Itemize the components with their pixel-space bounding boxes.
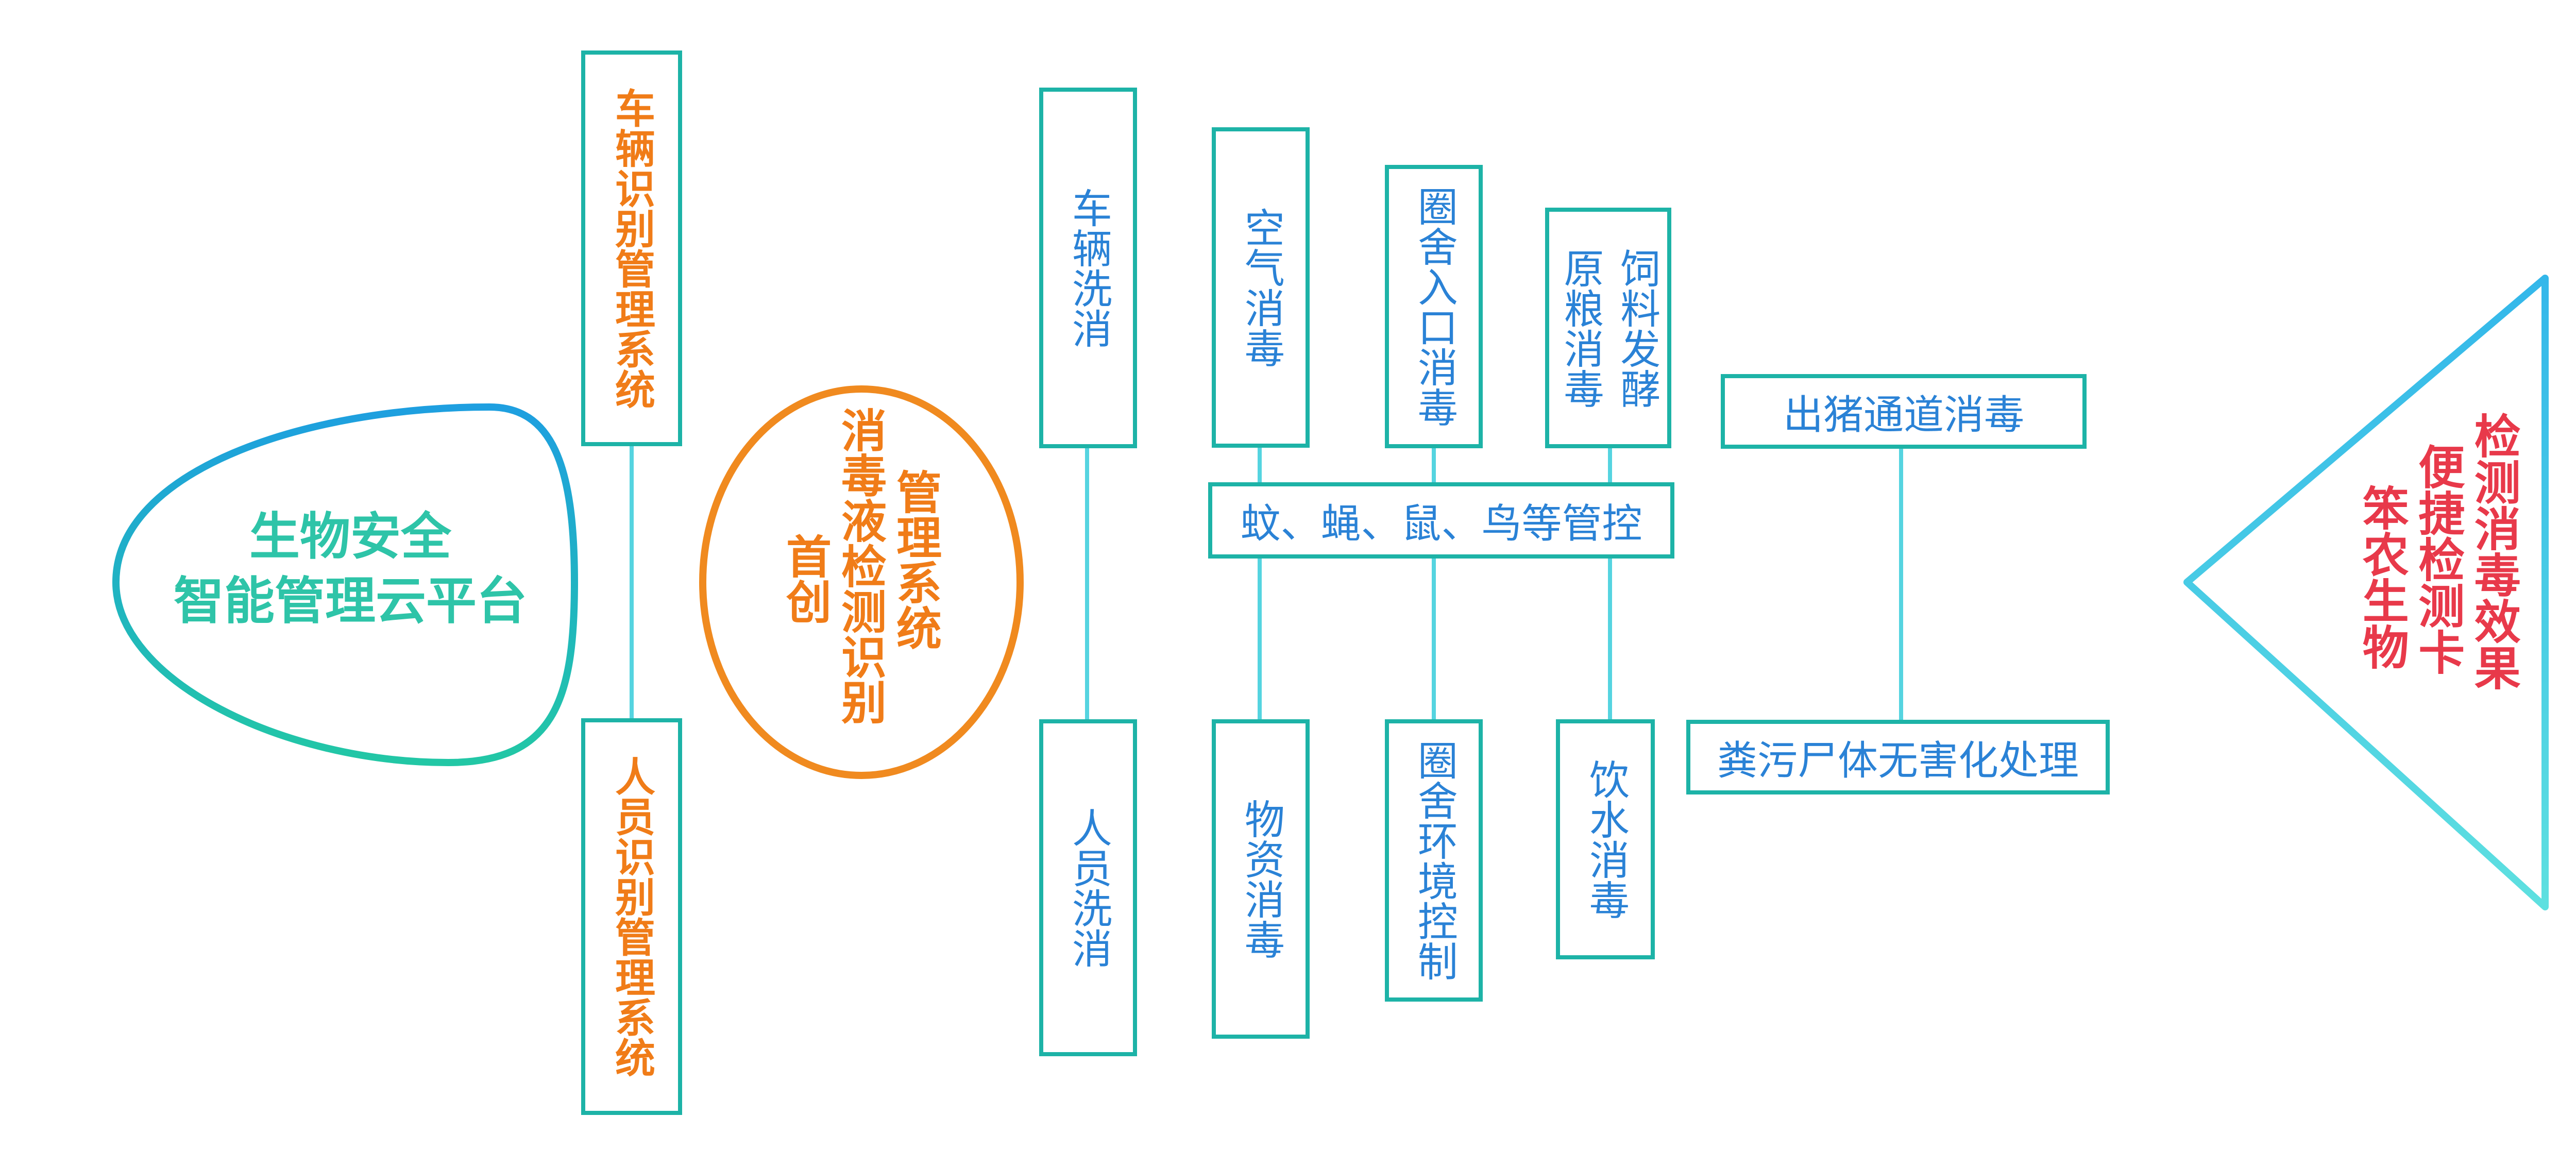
head-title-line2: 智能管理云平台 (173, 572, 527, 631)
tail-text: 检测消毒效果 便捷检测卡 笨农生物 (2334, 412, 2540, 773)
fish-tail-outline (2183, 275, 2549, 910)
air-disinfection-box: 空气消毒 (1212, 127, 1310, 448)
pig-exit-label: 出猪通道消毒 (1783, 392, 2024, 438)
feed-label-col2: 原粮消毒 (1557, 247, 1604, 409)
manure-treatment-label: 粪污尸体无害化处理 (1717, 737, 2079, 784)
pen-entrance-label: 圈舍入口消毒 (1411, 186, 1458, 427)
staff-recognition-label: 人员识别管理系统 (608, 756, 655, 1077)
staff-wash-label: 人员洗消 (1065, 807, 1112, 968)
pest-control-box: 蚊、蝇、鼠、鸟等管控 (1208, 482, 1674, 559)
materials-disinfection-box: 物资消毒 (1212, 719, 1310, 1039)
pig-exit-box: 出猪通道消毒 (1721, 374, 2087, 449)
pen-environment-label: 圈舍环境控制 (1411, 740, 1458, 981)
center-ellipse (699, 385, 1024, 779)
pest-control-label: 蚊、蝇、鼠、鸟等管控 (1240, 501, 1642, 547)
fish-head-outline (112, 403, 579, 767)
tail-text-col1: 检测消毒效果 (2466, 412, 2520, 690)
center-ellipse-text: 管理系统 消毒液检测识别 首创 (757, 407, 963, 757)
center-text-col3: 首创 (778, 533, 832, 624)
pen-environment-box: 圈舍环境控制 (1385, 719, 1483, 1002)
center-text-col1: 管理系统 (889, 469, 942, 650)
feed-columns: 饲料发酵 原粮消毒 (1557, 247, 1660, 409)
tail-text-col3: 笨农生物 (2354, 484, 2409, 670)
head-title-line1: 生物安全 (249, 508, 451, 566)
vehicle-recognition-label: 车辆识别管理系统 (608, 88, 655, 409)
pen-entrance-box: 圈舍入口消毒 (1385, 165, 1483, 448)
feed-label-col1: 饲料发酵 (1614, 247, 1660, 409)
staff-wash-box: 人员洗消 (1039, 719, 1137, 1056)
water-disinfection-label: 饮水消毒 (1582, 759, 1629, 920)
air-disinfection-label: 空气消毒 (1238, 207, 1284, 368)
vehicle-wash-box: 车辆洗消 (1039, 88, 1137, 448)
manure-treatment-box: 粪污尸体无害化处理 (1686, 720, 2110, 794)
feed-box: 饲料发酵 原粮消毒 (1545, 208, 1671, 448)
tail-text-col2: 便捷检测卡 (2410, 443, 2465, 675)
head-title: 生物安全 智能管理云平台 (139, 505, 562, 634)
water-disinfection-box: 饮水消毒 (1556, 719, 1655, 959)
materials-disinfection-label: 物资消毒 (1238, 799, 1284, 959)
vehicle-recognition-box: 车辆识别管理系统 (581, 50, 682, 446)
center-text-col2: 消毒液检测识别 (834, 407, 887, 724)
staff-recognition-box: 人员识别管理系统 (581, 718, 682, 1115)
vehicle-wash-label: 车辆洗消 (1065, 188, 1112, 348)
